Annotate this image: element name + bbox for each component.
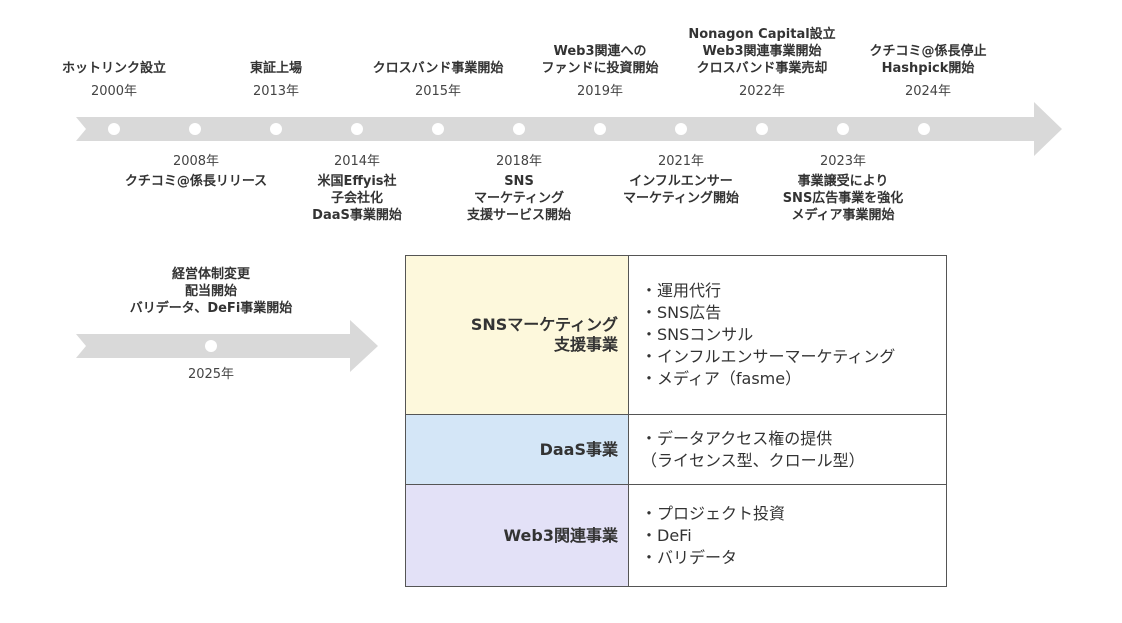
event-year: 2024年 xyxy=(904,84,952,99)
event-label: Web3関連への ファンドに投資開始 xyxy=(541,44,659,76)
event-year: 2013年 xyxy=(252,84,300,99)
event-year: 2018年 xyxy=(495,154,543,169)
business-item: ・プロジェクト投資 xyxy=(641,503,786,523)
timeline-event-2025-label: 経営体制変更 配当開始 バリデータ、DeFi事業開始 xyxy=(130,266,293,317)
timeline-dot xyxy=(351,123,363,135)
timeline-event: 2023年 事業譲受により SNS広告事業を強化 メディア事業開始 xyxy=(783,153,904,224)
timeline-event: クチコミ@係長停止 Hashpick開始 2024年 xyxy=(869,14,986,100)
timeline-dot xyxy=(189,123,201,135)
timeline-event: ホットリンク設立 2000年 xyxy=(62,14,166,100)
business-item: ・インフルエンサーマーケティング xyxy=(641,347,896,366)
timeline-dot xyxy=(837,123,849,135)
event-year: 2023年 xyxy=(819,154,867,169)
event-label: SNS マーケティング 支援サービス開始 xyxy=(466,174,572,223)
timeline-arrow-top xyxy=(76,102,1062,156)
business-item: ・SNSコンサル xyxy=(641,325,754,344)
business-name: SNSマーケティング 支援事業 xyxy=(405,255,629,415)
timeline-arrow-bottom xyxy=(76,320,378,372)
event-label: クチコミ@係長停止 Hashpick開始 xyxy=(869,44,987,76)
business-item: ・メディア（fasme） xyxy=(641,369,802,388)
business-item: ・バリデータ xyxy=(641,547,738,567)
timeline-event: 東証上場 2013年 xyxy=(250,14,302,100)
business-row-web3: Web3関連事業 ・プロジェクト投資 ・DeFi ・バリデータ xyxy=(405,484,947,587)
business-items: ・データアクセス権の提供 （ライセンス型、クロール型） xyxy=(628,414,947,485)
business-name: DaaS事業 xyxy=(405,414,629,485)
event-year: 2019年 xyxy=(576,84,624,99)
timeline-dot xyxy=(513,123,525,135)
event-label: Nonagon Capital設立 Web3関連事業開始 クロスバンド事業売却 xyxy=(688,27,836,76)
timeline-dot xyxy=(594,123,606,135)
timeline-dot xyxy=(432,123,444,135)
timeline-dot xyxy=(675,123,687,135)
timeline-event: 2021年 インフルエンサー マーケティング開始 xyxy=(623,153,739,207)
event-year: 2022年 xyxy=(738,84,786,99)
event-label: 事業譲受により SNS広告事業を強化 メディア事業開始 xyxy=(782,174,904,223)
timeline-dot xyxy=(918,123,930,135)
event-year: 2008年 xyxy=(172,154,220,169)
timeline-event: 2018年 SNS マーケティング 支援サービス開始 xyxy=(467,153,571,224)
timeline-event: Nonagon Capital設立 Web3関連事業開始 クロスバンド事業売却 … xyxy=(688,14,835,100)
event-label: クチコミ@係長リリース xyxy=(124,174,268,189)
business-item: ・データアクセス権の提供 xyxy=(641,428,833,448)
business-items: ・プロジェクト投資 ・DeFi ・バリデータ xyxy=(628,484,947,587)
event-year: 2021年 xyxy=(657,154,705,169)
timeline-dot xyxy=(108,123,120,135)
timeline-event-2025-year: 2025年 xyxy=(188,366,234,383)
timeline-event: 2008年 クチコミ@係長リリース xyxy=(125,153,267,190)
event-label: ホットリンク設立 xyxy=(61,61,167,76)
business-item: ・DeFi xyxy=(641,525,692,545)
event-year: 2015年 xyxy=(414,84,462,99)
timeline-dot xyxy=(205,340,217,352)
timeline-event: 2014年 米国Effyis社 子会社化 DaaS事業開始 xyxy=(312,153,402,224)
business-row-daas: DaaS事業 ・データアクセス権の提供 （ライセンス型、クロール型） xyxy=(405,414,947,485)
timeline-dot xyxy=(270,123,282,135)
timeline-event: Web3関連への ファンドに投資開始 2019年 xyxy=(541,14,658,100)
event-label: インフルエンサー マーケティング開始 xyxy=(623,174,739,206)
event-year: 2014年 xyxy=(333,154,381,169)
business-segments-table: SNSマーケティング 支援事業 ・運用代行 ・SNS広告 ・SNSコンサル ・イ… xyxy=(405,255,947,587)
event-label: 東証上場 xyxy=(249,61,303,76)
business-name: Web3関連事業 xyxy=(405,484,629,587)
event-year: 2025年 xyxy=(187,367,235,382)
event-label: 米国Effyis社 子会社化 DaaS事業開始 xyxy=(312,174,402,223)
timeline-event: クロスバンド事業開始 2015年 xyxy=(373,14,504,100)
business-item: （ライセンス型、クロール型） xyxy=(641,450,865,470)
business-items: ・運用代行 ・SNS広告 ・SNSコンサル ・インフルエンサーマーケティング ・… xyxy=(628,255,947,415)
business-item: ・運用代行 xyxy=(641,281,722,300)
business-item: ・SNS広告 xyxy=(641,303,722,322)
event-year: 2000年 xyxy=(90,84,138,99)
event-label: 経営体制変更 配当開始 バリデータ、DeFi事業開始 xyxy=(129,267,293,316)
timeline-dot xyxy=(756,123,768,135)
event-label: クロスバンド事業開始 xyxy=(372,61,504,76)
business-row-sns: SNSマーケティング 支援事業 ・運用代行 ・SNS広告 ・SNSコンサル ・イ… xyxy=(405,255,947,415)
